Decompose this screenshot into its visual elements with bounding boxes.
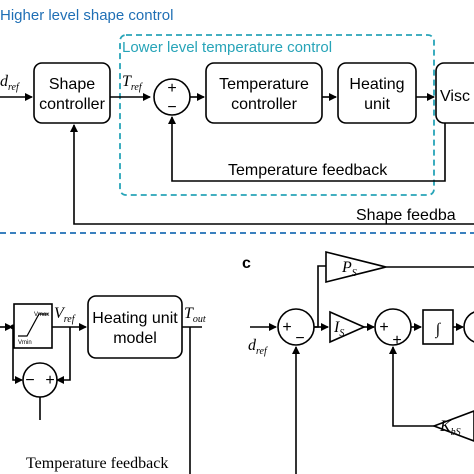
integrator-box [422, 309, 454, 345]
d-ref-label: dref [248, 337, 268, 357]
bottom-right-panel: c dref + − PS IS + + ∫ KbS [242, 250, 474, 474]
top-sum-plus: + [167, 80, 176, 97]
kbs-gain [431, 410, 474, 442]
inner-control-frame [119, 34, 435, 196]
temperature-controller-line1: Temperature [219, 76, 309, 93]
kbs-feedback-line [389, 346, 434, 427]
ps-branch-line [314, 265, 326, 328]
temperature-controller-box [205, 62, 323, 124]
is-gain [329, 310, 366, 344]
temperature-feedback-label: Temperature feedback [228, 162, 388, 179]
kbs-label: KbS [439, 418, 461, 438]
temperature-feedback-line [168, 116, 446, 182]
bl-loop-in [12, 327, 23, 384]
c-sum3-junction [463, 311, 474, 343]
shape-controller-line1: Shape [49, 76, 95, 93]
inner-title: Lower level temperature control [122, 39, 332, 56]
bl-sum-minus: − [25, 372, 34, 389]
t-out-label: Tout [184, 305, 206, 325]
heating-unit-line1: Heating [349, 76, 404, 93]
top-sum-minus: − [167, 99, 176, 116]
outer-title: Higher level shape control [0, 7, 173, 24]
shape-controller-box [33, 62, 111, 124]
visc-box [435, 62, 474, 124]
heating-model-line2: model [113, 330, 157, 347]
ps-label: PS [341, 259, 357, 279]
input-d-label: dref [0, 73, 20, 93]
shape-controller-line2: controller [39, 96, 105, 113]
bl-loop-right [56, 327, 71, 384]
temperature-controller-line2: controller [231, 96, 297, 113]
is-label: IS [333, 319, 344, 339]
heating-unit-box [337, 62, 417, 124]
saturation-curve [18, 313, 48, 337]
heating-unit-line2: unit [364, 96, 390, 113]
c-sum2-plus-b: + [392, 332, 401, 349]
bottom-left-panel: Vmax Vmin Vref Heating unit model Tout −… [0, 295, 206, 474]
heating-model-line1: Heating unit [92, 310, 178, 327]
c-sum1-plus: + [282, 319, 291, 336]
visc-label: Visc [440, 88, 470, 105]
ps-gain [325, 250, 387, 284]
vmax-label: Vmax [34, 312, 49, 318]
integrator-symbol: ∫ [435, 321, 442, 339]
shape-feedback-line [70, 124, 474, 225]
v-ref-label: Vref [54, 305, 76, 325]
shape-feedback-label: Shape feedba [356, 207, 456, 224]
top-panel: Higher level shape control Lower level t… [0, 7, 474, 225]
vmin-label: Vmin [18, 340, 32, 346]
panel-c-label: c [242, 255, 251, 272]
bl-temperature-feedback-label: Temperature feedback [26, 455, 168, 472]
t-ref-label: Tref [122, 73, 143, 93]
heating-unit-model-box [87, 295, 183, 359]
c-sum2-plus: + [379, 319, 388, 336]
bl-sum-plus: + [45, 372, 54, 389]
c-sum1-minus: − [295, 330, 304, 347]
